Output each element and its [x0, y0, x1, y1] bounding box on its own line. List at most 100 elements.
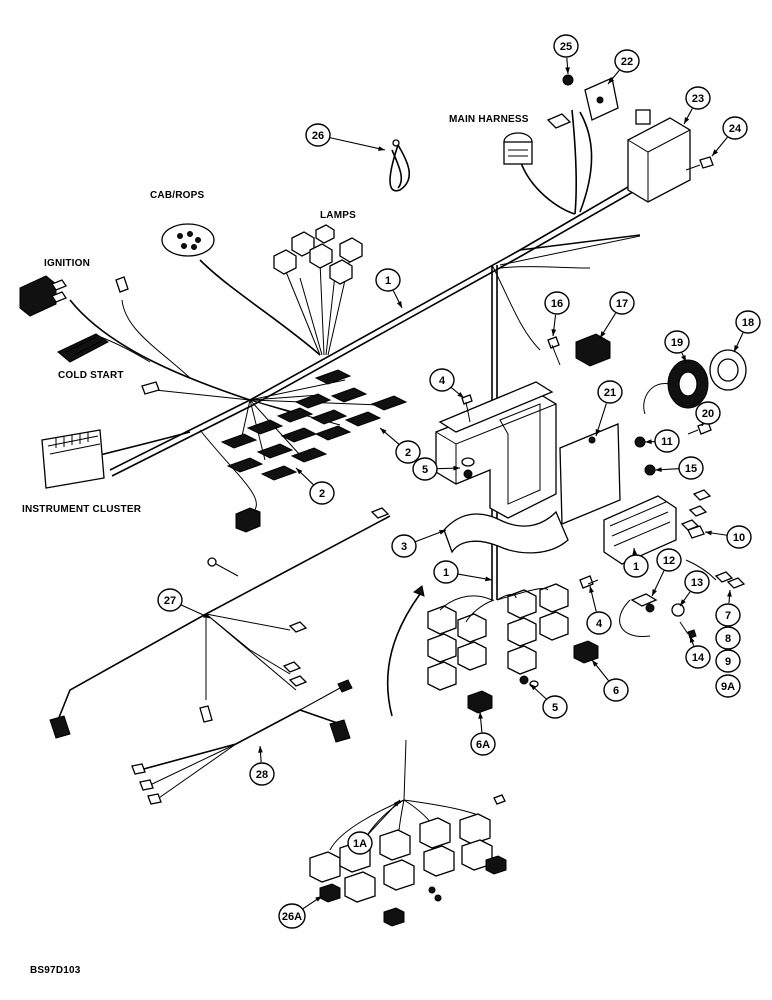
callout-bubble — [249, 762, 275, 786]
callout-number-6a: 6A — [476, 739, 490, 751]
callout-bubble — [609, 291, 635, 315]
callout-arrowhead — [681, 355, 686, 362]
callout-arrowhead — [378, 146, 385, 151]
callout-bubble — [715, 603, 741, 627]
callout-bubble — [429, 368, 455, 392]
callout-number-1: 1 — [633, 561, 639, 573]
nut-small[interactable] — [562, 74, 574, 86]
cab-rops-connector[interactable] — [161, 223, 215, 257]
label-ignition: IGNITION — [44, 258, 90, 269]
callout-number-27: 27 — [164, 595, 176, 607]
callout-number-22: 22 — [621, 56, 633, 68]
callout-arrowhead — [592, 660, 598, 667]
callout-arrowhead — [439, 530, 446, 535]
main-harness-trunk — [69, 109, 646, 600]
callout-bubble — [375, 268, 401, 292]
callout-number-5: 5 — [422, 464, 428, 476]
relay-bank-upper[interactable] — [427, 583, 569, 691]
screw-16[interactable] — [547, 336, 561, 366]
callout-number-24: 24 — [729, 123, 742, 135]
nut-11[interactable] — [634, 436, 646, 448]
fuse-block[interactable] — [603, 489, 712, 565]
plate-21[interactable] — [559, 423, 621, 525]
label-main-harness: MAIN HARNESS — [449, 114, 529, 125]
small-connector-lower[interactable] — [235, 507, 261, 533]
cold-start-connector[interactable] — [57, 333, 160, 395]
bracket-plate[interactable] — [584, 77, 619, 121]
callout-bubble — [278, 903, 306, 929]
screw-14[interactable] — [679, 621, 697, 639]
lamp-connectors[interactable] — [273, 224, 363, 285]
callout-bubble — [544, 291, 570, 315]
callout-arrowhead — [608, 77, 615, 84]
label-lamps: LAMPS — [320, 210, 356, 221]
callout-bubble — [726, 525, 752, 549]
callout-number-9a: 9A — [721, 681, 735, 693]
arrow-fuse — [685, 559, 717, 581]
control-module[interactable] — [627, 109, 691, 203]
callout-bubble — [391, 534, 417, 558]
callout-arrowhead — [478, 712, 484, 719]
label-figure-code: BS97D103 — [30, 965, 81, 976]
callout-number-20: 20 — [702, 408, 714, 420]
harness-28[interactable] — [131, 679, 353, 805]
harness-27[interactable] — [49, 507, 391, 739]
main-harness-connector[interactable] — [503, 113, 572, 165]
callout-arrowhead — [680, 599, 686, 606]
callout-arrowhead — [393, 800, 400, 807]
top-bracket[interactable] — [438, 381, 554, 433]
callout-bubble — [433, 560, 459, 584]
screw-top[interactable] — [461, 394, 473, 423]
callout-bubble — [157, 588, 183, 612]
callout-bubble — [678, 456, 704, 480]
nut-15[interactable] — [644, 464, 656, 476]
callout-arrowhead — [203, 613, 210, 618]
callout-bubble — [715, 674, 741, 698]
callout-arrowhead — [727, 590, 732, 597]
instrument-cluster-connector[interactable] — [41, 429, 105, 489]
callout-number-17: 17 — [616, 298, 628, 310]
callout-number-26a: 26A — [282, 911, 302, 923]
alarm-18[interactable] — [709, 349, 747, 391]
callout-number-3: 3 — [401, 541, 407, 553]
callout-arrowhead — [380, 428, 387, 435]
coil-19[interactable] — [643, 359, 709, 415]
relay-17[interactable] — [575, 333, 611, 367]
fuses-7[interactable] — [714, 571, 746, 589]
callout-arrowhead — [684, 117, 690, 124]
callout-bubble — [685, 86, 711, 110]
relay-cluster[interactable] — [220, 369, 408, 481]
callout-bubble — [656, 548, 682, 572]
callout-number-21: 21 — [604, 387, 616, 399]
callout-bubble — [695, 401, 721, 425]
callout-number-25: 25 — [560, 41, 572, 53]
callout-bubble — [553, 34, 579, 58]
relay-bank-lower[interactable] — [309, 739, 507, 927]
bolt-screw[interactable] — [685, 156, 714, 171]
callout-bubble — [395, 440, 421, 464]
stud-12[interactable] — [619, 593, 658, 637]
relay-6[interactable] — [573, 640, 599, 664]
nut-washer-top[interactable] — [461, 457, 475, 479]
callout-number-13: 13 — [691, 577, 703, 589]
callout-arrowhead — [690, 636, 695, 643]
bolt-10[interactable] — [687, 525, 705, 539]
nut-13[interactable] — [671, 603, 685, 617]
callout-arrowhead — [632, 548, 638, 555]
screw-4-lower[interactable] — [579, 575, 599, 589]
callout-arrowhead — [296, 468, 303, 475]
label-instrument-cluster: INSTRUMENT CLUSTER — [22, 504, 142, 515]
callout-number-23: 23 — [692, 93, 704, 105]
callout-arrowhead — [589, 586, 594, 593]
callout-number-10: 10 — [733, 532, 745, 544]
cable-tie[interactable] — [389, 139, 410, 192]
callout-bubble — [715, 649, 741, 673]
callout-number-15: 15 — [685, 463, 697, 475]
nut-5-lower[interactable] — [519, 675, 539, 688]
callout-bubble — [470, 732, 496, 756]
callout-bubble — [654, 429, 680, 453]
ignition-connector[interactable] — [19, 275, 129, 317]
callout-number-12: 12 — [663, 555, 675, 567]
relay-6a[interactable] — [467, 690, 493, 714]
callout-leader — [329, 137, 386, 151]
